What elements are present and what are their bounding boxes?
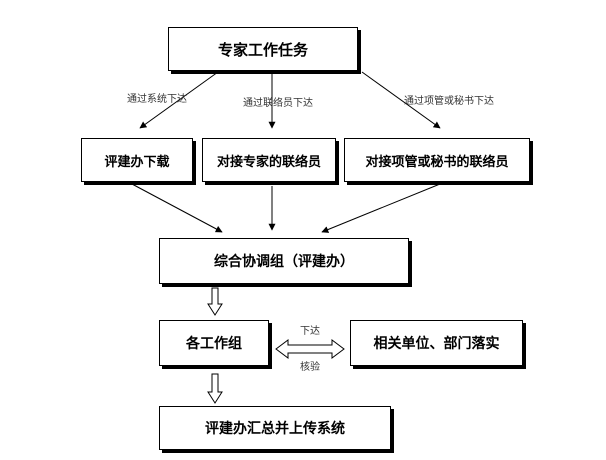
node-work-groups: 各工作组 bbox=[159, 320, 269, 366]
node-office-download: 评建办下载 bbox=[81, 138, 193, 182]
arrow-download-to-coord bbox=[131, 183, 223, 233]
label-verify: 核验 bbox=[300, 362, 320, 373]
hollow-double-arrow-groups-units bbox=[275, 339, 345, 359]
label-via-pm-secretary: 通过项管或秘书下达 bbox=[404, 96, 494, 107]
arrow-task-to-liaison-pm bbox=[361, 71, 441, 129]
node-units-implement: 相关单位、部门落实 bbox=[350, 320, 523, 366]
label-via-liaison: 通过联络员下达 bbox=[243, 98, 313, 109]
node-liaison-expert: 对接专家的联络员 bbox=[202, 138, 336, 182]
label-issue: 下达 bbox=[300, 326, 320, 337]
label-via-system: 通过系统下达 bbox=[127, 94, 187, 105]
arrow-task-to-download bbox=[139, 71, 219, 129]
node-coord-group: 综合协调组（评建办） bbox=[159, 238, 409, 284]
node-liaison-pm-secretary: 对接项管或秘书的联络员 bbox=[344, 138, 530, 182]
node-office-upload: 评建办汇总并上传系统 bbox=[159, 406, 391, 450]
node-expert-task: 专家工作任务 bbox=[168, 27, 358, 71]
hollow-arrow-groups-to-upload bbox=[207, 373, 223, 404]
hollow-arrow-coord-to-groups bbox=[207, 287, 223, 316]
arrow-liaison-pm-to-coord bbox=[321, 183, 441, 233]
